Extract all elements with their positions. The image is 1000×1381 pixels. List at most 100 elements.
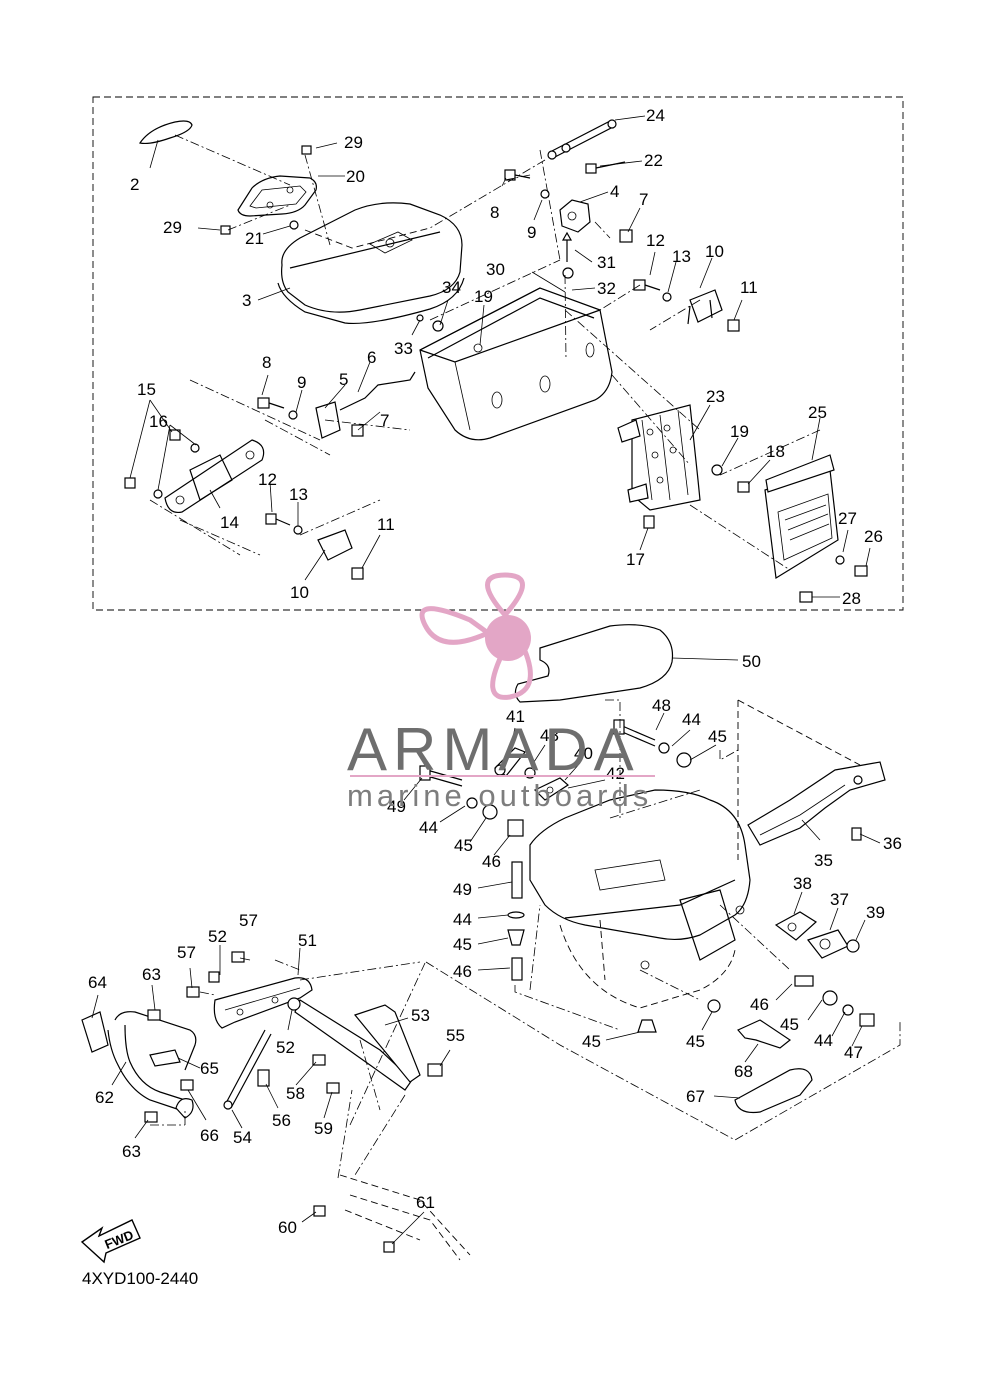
callout-52: 52 [276,1038,295,1057]
callout-4: 4 [610,182,619,201]
callout-19: 19 [474,287,493,306]
callout-54: 54 [233,1128,252,1147]
fwd-label: FWD [102,1227,135,1252]
callout-8: 8 [490,203,499,222]
callout-13: 13 [672,247,691,266]
guard-stay-part [186,951,340,1110]
assembly-line [150,699,901,1179]
callout-13: 13 [289,485,308,504]
callout-39: 39 [866,903,885,922]
callout-22: 22 [644,151,663,170]
washer-part [835,555,845,565]
hinge-bracket-part [633,279,740,332]
callout-58: 58 [286,1084,305,1103]
bolt-stack-part [613,719,692,768]
guard-frame-part [213,977,443,1091]
fwd-arrow-icon: FWD [80,1219,141,1264]
callout-36: 36 [883,834,902,853]
washer-part [432,320,444,332]
callout-30: 30 [486,260,505,279]
callout-37: 37 [830,890,849,909]
lock-part [559,199,591,233]
callout-66: 66 [200,1126,219,1145]
callout-57: 57 [177,943,196,962]
callout-44: 44 [682,710,701,729]
frame-outline [313,1174,471,1261]
callout-29: 29 [344,133,363,152]
callout-46: 46 [750,995,769,1014]
callout-24: 24 [646,106,665,125]
callout-3: 3 [242,291,251,310]
callout-67: 67 [686,1087,705,1106]
callout-9: 9 [527,223,536,242]
screw-part [799,591,813,603]
washer-part [540,189,550,199]
callout-19: 19 [730,422,749,441]
guard-bar-part [107,1009,197,1123]
callout-50: 50 [742,652,761,671]
callout-38: 38 [793,874,812,893]
callout-18: 18 [766,442,785,461]
callout-45: 45 [708,727,727,746]
callout-55: 55 [446,1026,465,1045]
hinge-rod-part [547,119,626,174]
screw-part [737,481,750,493]
callout-5: 5 [339,370,348,389]
saddlebag-case-part [529,789,751,1009]
callout-62: 62 [95,1088,114,1107]
watermark-name: ARMADA [347,716,640,783]
callout-59: 59 [314,1119,333,1138]
screw-part [851,827,862,841]
callout-44: 44 [453,910,472,929]
callout-12: 12 [646,231,665,250]
callout-14: 14 [220,513,239,532]
washer-part [416,314,424,322]
callout-21: 21 [245,229,264,248]
case-lid-part [277,202,465,325]
callout-49: 49 [387,797,406,816]
diagram-code: 4XYD100-2440 [82,1269,198,1288]
callout-6: 6 [367,348,376,367]
pin-part [561,231,573,262]
washer-part [711,464,723,476]
mounting-bracket-part [617,404,701,511]
callout-29: 29 [163,218,182,237]
mount-plate-part [774,911,860,959]
callout-46: 46 [453,962,472,981]
emblem-plate-part [237,175,317,217]
reflector-part [764,454,839,579]
callout-10: 10 [705,242,724,261]
callout-32: 32 [597,279,616,298]
callout-45: 45 [454,836,473,855]
callout-7: 7 [380,411,389,430]
callout-63: 63 [142,965,161,984]
callout-61: 61 [416,1193,435,1212]
callout-45: 45 [780,1015,799,1034]
callout-31: 31 [597,253,616,272]
callout-33: 33 [394,339,413,358]
callout-63: 63 [122,1142,141,1161]
callout-27: 27 [838,509,857,528]
callout-labels: 2 29 20 29 21 3 24 22 8 4 9 7 12 13 10 1… [88,106,902,1237]
callout-53: 53 [411,1006,430,1025]
callout-44: 44 [814,1031,833,1050]
callout-40: 40 [574,744,593,763]
cap-part [81,1011,109,1053]
callout-11: 11 [740,278,758,297]
latch-part [257,371,416,439]
callout-49: 49 [453,880,472,899]
callout-45: 45 [686,1032,705,1051]
bottom-plate-part [734,1019,813,1114]
callout-2: 2 [130,175,139,194]
hinge-bracket-part [265,513,364,580]
callout-leaders [91,115,881,1245]
callout-9: 9 [297,373,306,392]
callout-45: 45 [582,1032,601,1051]
callout-23: 23 [706,387,725,406]
clip-part [301,145,312,155]
trim-cover-part [514,624,674,703]
callout-20: 20 [346,167,365,186]
washer-part [289,220,299,230]
guard-bracket-part [737,699,886,860]
